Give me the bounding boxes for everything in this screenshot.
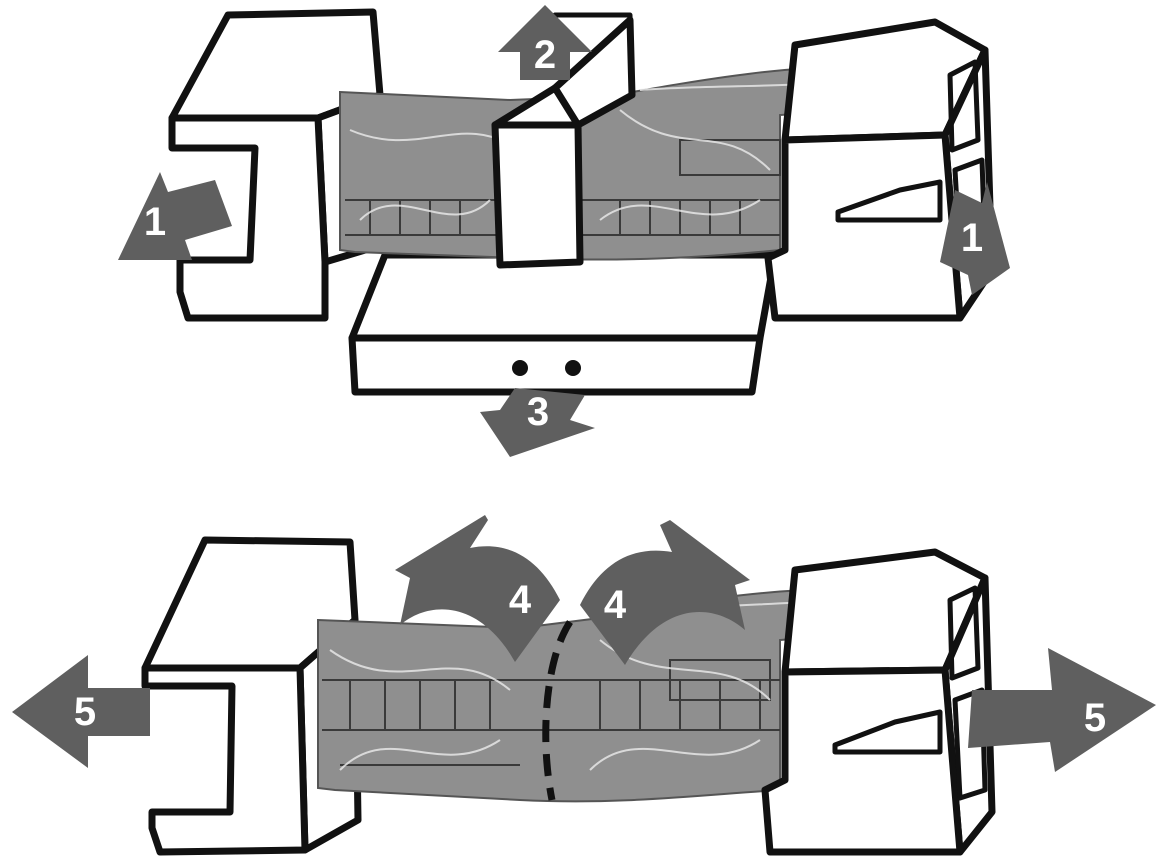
- arrow-step-3-down: 3: [480, 388, 595, 457]
- step-1-left-label: 1: [144, 200, 166, 244]
- step-3-label: 3: [527, 390, 549, 434]
- step-2-label: 2: [534, 33, 556, 77]
- bottom-assembly: 4 4 5 5: [12, 515, 1156, 856]
- wrapped-board-top: [339, 65, 899, 261]
- arrow-step-4-left: 4: [395, 515, 560, 662]
- step-5-right-label: 5: [1084, 696, 1106, 740]
- arrow-step-4-right: 4: [580, 520, 750, 665]
- step-1-right-label: 1: [961, 216, 983, 260]
- right-end-cap-top: [764, 18, 996, 322]
- tray-hole-right: [565, 360, 581, 376]
- arrow-step-1-right: 1: [940, 182, 1010, 295]
- tray-hole-left: [512, 360, 528, 376]
- step-5-left-label: 5: [74, 690, 96, 734]
- arrow-step-5-left: 5: [12, 655, 150, 768]
- arrow-step-2-up: 2: [498, 5, 592, 80]
- step-4-right-label: 4: [604, 583, 627, 627]
- top-assembly: 1 1 2 3: [118, 5, 1010, 457]
- arrow-step-5-right: 5: [968, 648, 1156, 772]
- center-strap: [491, 12, 636, 269]
- step-4-left-label: 4: [509, 578, 532, 622]
- cut-line: [542, 620, 573, 801]
- bottom-tray: [348, 251, 779, 396]
- right-end-cap-bottom: [761, 548, 996, 856]
- arrow-step-1-left: 1: [118, 172, 232, 260]
